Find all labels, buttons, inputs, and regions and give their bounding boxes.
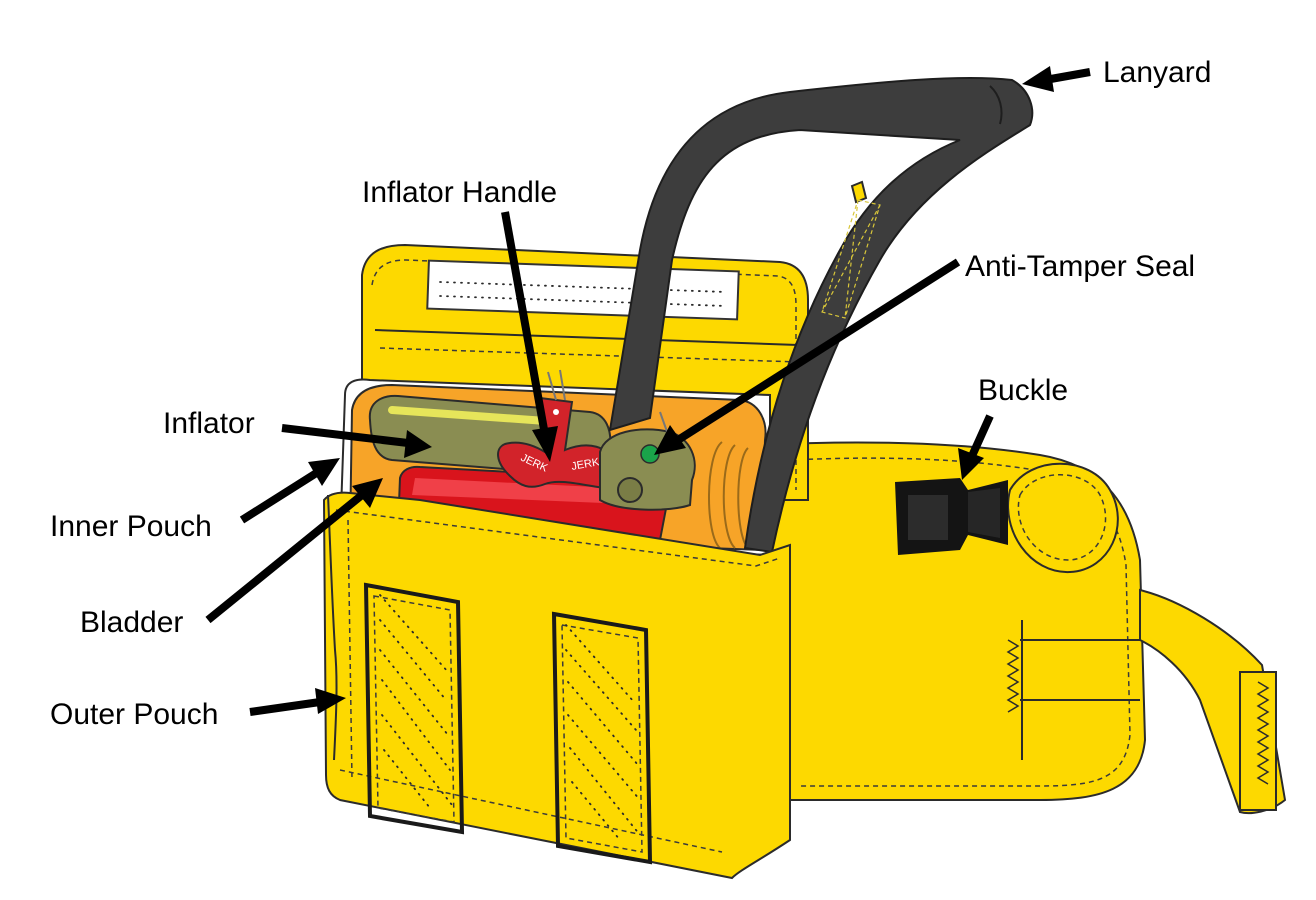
arrow-lanyard — [1022, 66, 1091, 92]
label-anti-tamper-seal: Anti-Tamper Seal — [965, 250, 1196, 283]
arrow-inflator — [281, 424, 432, 458]
label-lanyard: Lanyard — [1103, 56, 1212, 89]
arrow-inner-pouch — [239, 458, 340, 524]
arrow-inflator-handle — [501, 211, 558, 462]
label-bladder: Bladder — [80, 606, 184, 639]
label-outer-pouch: Outer Pouch — [50, 698, 219, 731]
belt-strap — [758, 441, 1287, 815]
label-inner-pouch: Inner Pouch — [50, 510, 212, 543]
buckle-shape — [895, 478, 1008, 555]
handle-text-right: JERK — [570, 456, 600, 473]
arrow-outer-pouch — [249, 688, 346, 716]
arrow-buckle — [958, 414, 994, 480]
label-inflator-handle: Inflator Handle — [362, 176, 558, 209]
label-inflator: Inflator — [163, 407, 255, 440]
label-buckle: Buckle — [978, 374, 1069, 407]
arrow-bladder — [205, 478, 383, 624]
arrow-anti-tamper-seal — [654, 258, 961, 455]
outer-pouch — [322, 491, 791, 880]
